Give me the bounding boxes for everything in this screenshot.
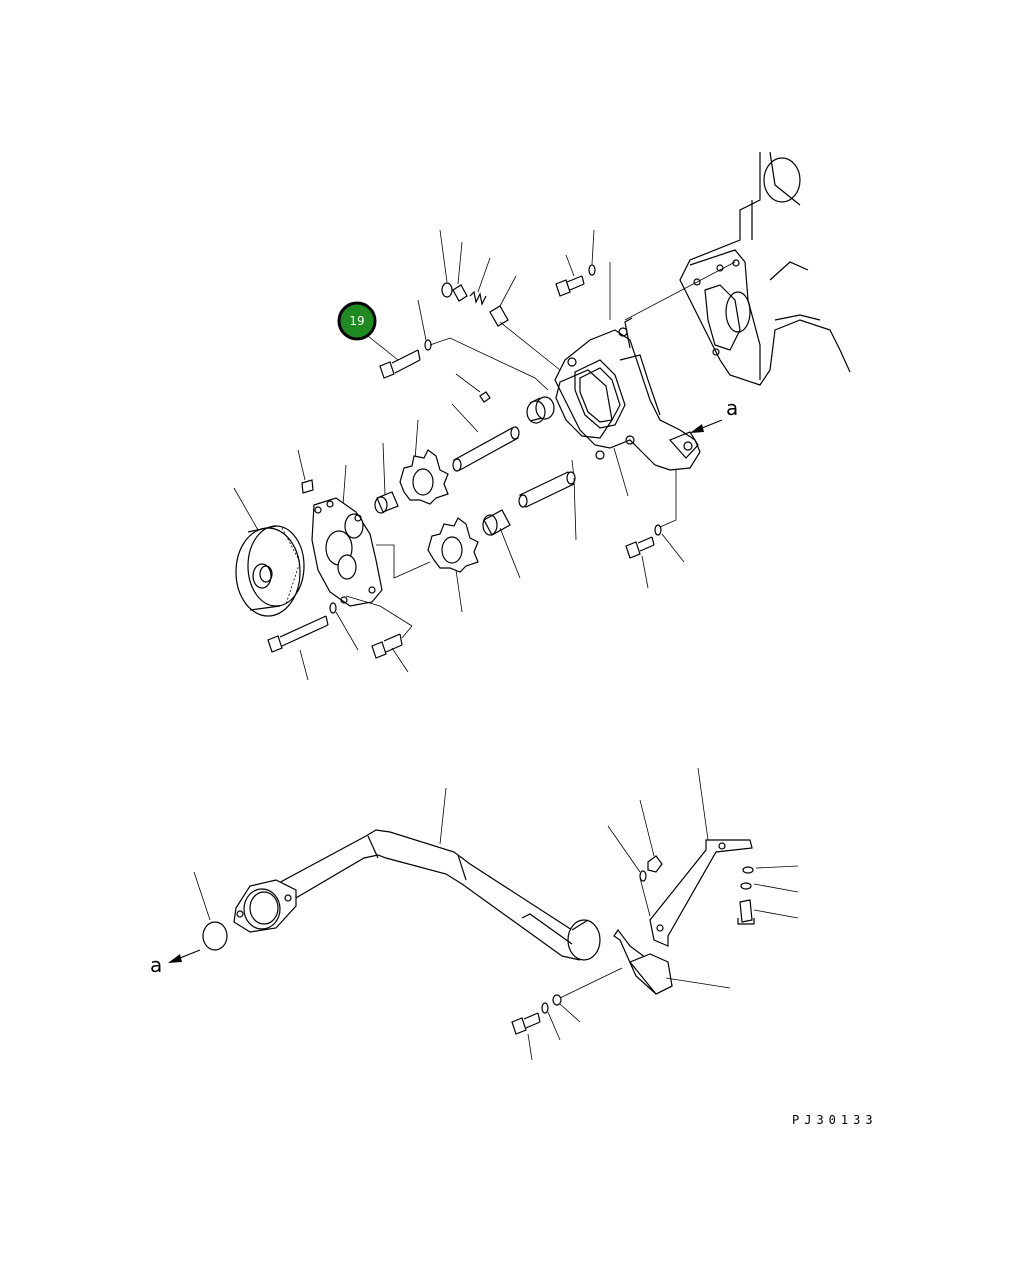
plunger — [489, 305, 509, 327]
leader-line — [193, 871, 211, 921]
washer — [552, 994, 562, 1006]
oil-pipe — [233, 787, 601, 961]
washer — [329, 602, 337, 614]
washer — [742, 866, 754, 874]
bolts-lower-right — [625, 524, 685, 589]
dowel-pin — [301, 479, 314, 494]
bolts-lower-left — [267, 595, 413, 681]
view-label-bottom: a — [150, 953, 162, 977]
spring — [469, 290, 487, 306]
washer — [588, 264, 596, 276]
bracket-fasteners — [607, 799, 799, 925]
view-arrow-bottom: a — [150, 949, 201, 977]
snap-ring — [441, 282, 453, 298]
clamp — [613, 928, 731, 995]
leader-line — [659, 470, 677, 528]
leader-line — [499, 321, 561, 371]
nut — [647, 855, 663, 873]
view-label-top: a — [726, 396, 738, 420]
washer — [541, 1002, 549, 1014]
callout-badge[interactable] — [337, 301, 377, 341]
pump-housing — [554, 317, 701, 471]
bush — [526, 400, 546, 424]
drawing-reference: PJ30133 — [792, 1113, 878, 1127]
shafts — [452, 426, 577, 579]
callout-19[interactable]: 19 — [337, 301, 399, 361]
washer — [654, 524, 662, 536]
bolt — [371, 641, 387, 659]
leader-line — [624, 261, 736, 321]
view-arrow-top: a — [690, 396, 738, 433]
pump-cover — [311, 497, 383, 607]
leader-line — [376, 544, 431, 579]
bushing — [376, 491, 399, 513]
clamp-fasteners — [511, 967, 623, 1061]
housing-bolt — [555, 279, 571, 297]
bolt-19 — [379, 361, 395, 379]
engine-block — [679, 151, 851, 386]
o-ring — [202, 921, 228, 951]
bracket — [639, 767, 753, 947]
small-parts-top — [379, 264, 596, 424]
gasket — [555, 369, 613, 439]
pin — [479, 391, 491, 403]
callout-leader — [367, 335, 399, 361]
label-leaders-top — [233, 229, 629, 531]
gear-lower — [427, 517, 479, 613]
washer — [740, 882, 752, 890]
bolt — [739, 899, 753, 923]
drive-gear — [235, 525, 305, 617]
gear-upper — [399, 449, 449, 505]
callout-number: 19 — [349, 314, 364, 328]
washer — [639, 870, 647, 882]
bolt — [625, 541, 641, 559]
bolt — [511, 1017, 527, 1035]
leader-line — [429, 337, 549, 391]
bushing — [452, 284, 468, 302]
long-bolt — [267, 635, 283, 653]
